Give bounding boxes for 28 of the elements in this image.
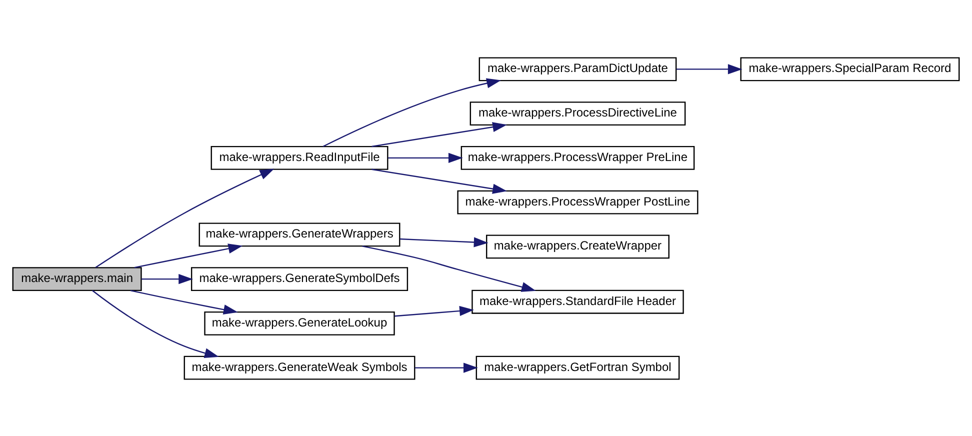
node-box: make-wrappers.GenerateLookup [204,310,395,335]
node-box: make-wrappers.ReadInputFile [210,145,388,170]
arrow [388,152,463,162]
node-box: make-wrappers.main [12,266,142,291]
arrow [130,289,238,314]
arrow [134,243,243,268]
arrow [400,236,488,247]
arrow [414,362,478,372]
node-box: make-wrappers.GetFortran Symbol [476,355,680,380]
arrow [141,274,194,284]
arrow [676,64,742,74]
arrow [362,245,536,292]
arrow [394,305,474,316]
arrow [322,78,502,147]
node-box: make-wrappers.ParamDictUpdate [478,56,677,81]
node-box: make-wrappers.ProcessDirectiveLine [470,101,686,126]
arrow [372,122,508,147]
arrow [92,290,220,358]
node-box: make-wrappers.GenerateWrappers [198,222,400,246]
node-box: make-wrappers.CreateWrapper [486,234,670,258]
arrow [372,168,508,194]
node-box: make-wrappers.StandardFile Header [472,289,684,314]
arrow [95,168,274,268]
node-box: make-wrappers.SpecialParam Record [740,56,960,81]
node-box: make-wrappers.ProcessWrapper PreLine [460,145,695,170]
node-box: make-wrappers.GenerateSymbolDefs [190,266,408,291]
node-box: make-wrappers.ProcessWrapper PostLine [457,190,698,214]
node-box: make-wrappers.GenerateWeak Symbols [184,355,416,380]
